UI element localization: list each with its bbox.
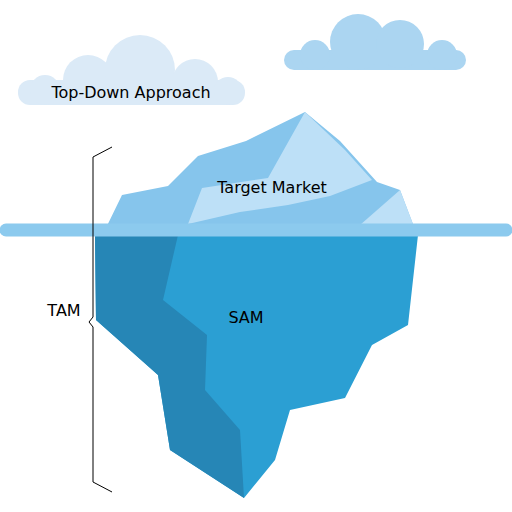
water-line — [6, 224, 506, 237]
shape-part — [352, 190, 416, 232]
tam-bracket — [89, 147, 112, 492]
right-cloud — [284, 14, 466, 70]
cloud-puff — [376, 20, 424, 68]
node-outline — [90, 230, 422, 502]
cloud-puff — [300, 40, 330, 70]
shape-part — [95, 235, 244, 498]
iceberg-tip: Target Market — [100, 108, 422, 234]
iceberg-underwater: SAM — [90, 230, 422, 502]
node-text: Top-Down Approach — [26, 83, 236, 103]
shape-part — [104, 112, 416, 232]
shape-part — [95, 235, 418, 498]
cloud-node: Top-Down Approach — [18, 30, 248, 108]
cloud-puff — [427, 40, 457, 70]
shape-part — [188, 112, 372, 224]
node-outline — [100, 108, 422, 234]
node-text: Target Market — [172, 178, 372, 198]
node-text: SAM — [196, 308, 296, 328]
bracket-label: TAM — [34, 301, 94, 321]
shape-part — [214, 77, 242, 105]
